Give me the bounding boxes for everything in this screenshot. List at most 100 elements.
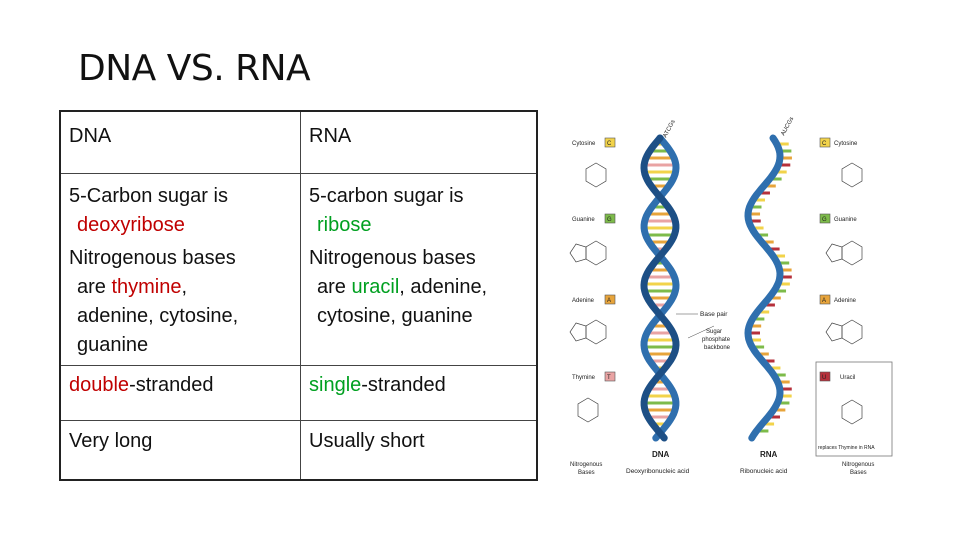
base-pair-label: Base pair xyxy=(700,311,728,318)
cell-rna-bases: Nitrogenous bases are uracil, adenine, c… xyxy=(300,240,538,366)
adenine-swatch-right xyxy=(819,294,831,305)
header-rna: RNA xyxy=(300,110,538,174)
cell-rna-length: Usually short xyxy=(300,420,538,481)
replaces-thymine-note: replaces Thymine in RNA xyxy=(818,445,875,451)
backbone-label-2: phosphate xyxy=(702,337,731,343)
right-base-letter-3: U xyxy=(822,375,826,381)
left-base-name-3: Thymine xyxy=(572,375,596,381)
dna-bases-are: are xyxy=(77,276,112,298)
cytosine-swatch-left xyxy=(604,137,616,148)
left-base-letter-0: C xyxy=(607,141,612,147)
right-base-name-0: Cytosine xyxy=(834,141,858,147)
bottom-left-label-2: Bases xyxy=(578,470,595,476)
left-molecule-structures xyxy=(569,162,607,423)
left-base-column: Cytosine C Guanine G Adenine A Thymine T xyxy=(572,137,616,382)
right-base-letter-1: G xyxy=(822,217,827,223)
cell-rna-strand: single-stranded xyxy=(300,365,538,421)
table-header-row: DNA RNA xyxy=(59,110,538,174)
rna-sugar-line1: 5-carbon sugar is xyxy=(309,185,464,207)
rna-strand-rest: -stranded xyxy=(361,374,446,396)
cytosine-structure-left xyxy=(585,162,607,188)
dna-sugar-name: deoxyribose xyxy=(77,214,185,236)
table-row-length: Very long Usually short xyxy=(59,420,538,481)
left-base-letter-1: G xyxy=(607,217,612,223)
dna-rna-figure: Cytosine C Guanine G Adenine A Thymine T… xyxy=(569,116,893,476)
rna-full-name: Ribonucleic acid xyxy=(740,468,788,475)
backbone-label-3: backbone xyxy=(704,345,731,351)
bottom-right-label-1: Nitrogenous xyxy=(842,462,874,468)
cell-dna-bases: Nitrogenous bases are thymine, adenine, … xyxy=(59,240,301,366)
bottom-right-label-2: Bases xyxy=(850,470,867,476)
cell-dna-length: Very long xyxy=(59,420,301,481)
guanine-ring-right xyxy=(825,243,843,263)
comparison-table: DNA RNA 5-Carbon sugar is deoxyribose 5-… xyxy=(59,110,538,481)
dna-strand-1 xyxy=(640,134,680,442)
right-base-letter-0: C xyxy=(822,141,827,147)
adenine-structure-left xyxy=(585,319,607,345)
cell-dna-sugar: 5-Carbon sugar is deoxyribose xyxy=(59,173,301,240)
backbone-label-1: Sugar xyxy=(706,329,722,335)
atcg-label: ATCGs xyxy=(662,119,676,139)
rna-uracil: uracil xyxy=(351,276,400,298)
dna-bases-line4: guanine xyxy=(77,334,149,356)
dna-strand-colored: double xyxy=(69,374,130,396)
thymine-structure-left xyxy=(577,397,599,423)
adenine-swatch-left xyxy=(604,294,616,305)
slide-title: DNA VS. RNA xyxy=(78,48,311,89)
rna-bases-line3: cytosine, guanine xyxy=(317,305,473,327)
right-base-name-1: Guanine xyxy=(834,217,857,223)
rna-label: RNA xyxy=(760,450,778,459)
cell-dna-strand: double-stranded xyxy=(59,365,301,421)
aucg-label: AUCGs xyxy=(780,116,795,137)
right-base-column: C Cytosine G Guanine A Adenine U Uracil … xyxy=(815,137,893,457)
table-row-strand: double-stranded single-stranded xyxy=(59,365,538,421)
dna-bases-line1: Nitrogenous bases xyxy=(69,247,236,269)
adenine-ring-left xyxy=(569,322,587,342)
table-row-sugar: 5-Carbon sugar is deoxyribose 5-carbon s… xyxy=(59,173,538,240)
dna-full-name: Deoxyribonucleic acid xyxy=(626,468,690,475)
dna-bases-line2: are thymine, xyxy=(69,273,187,302)
dna-bases-comma: , xyxy=(181,276,188,298)
thymine-swatch-left xyxy=(604,371,616,382)
uracil-swatch xyxy=(819,371,831,382)
cytosine-structure-right xyxy=(841,162,863,188)
header-dna: DNA xyxy=(59,110,301,174)
cytosine-swatch-right xyxy=(819,137,831,148)
dna-label: DNA xyxy=(652,450,670,459)
cell-rna-sugar: 5-carbon sugar is ribose xyxy=(300,173,538,240)
adenine-structure-right xyxy=(841,319,863,345)
left-base-letter-2: A xyxy=(607,298,611,304)
dna-double-helix xyxy=(640,134,680,442)
table-row-bases: Nitrogenous bases are thymine, adenine, … xyxy=(59,240,538,366)
left-base-name-2: Adenine xyxy=(572,298,595,304)
left-base-name-1: Guanine xyxy=(572,217,595,223)
uracil-structure xyxy=(841,399,863,425)
backbone-pointer xyxy=(687,325,715,339)
right-base-letter-2: A xyxy=(822,298,826,304)
dna-thymine: thymine xyxy=(111,276,182,298)
guanine-swatch-left xyxy=(604,213,616,224)
dna-bases-line3: adenine, cytosine, xyxy=(77,305,239,327)
left-base-letter-3: T xyxy=(607,375,611,381)
guanine-structure-right xyxy=(841,240,863,266)
bottom-left-label-1: Nitrogenous xyxy=(570,462,602,468)
rna-backbone xyxy=(744,134,784,442)
rna-sugar-name: ribose xyxy=(317,214,372,236)
rna-bases-line1: Nitrogenous bases xyxy=(309,247,476,269)
right-molecule-structures xyxy=(825,162,863,425)
guanine-ring-left xyxy=(569,243,587,263)
right-base-name-3: Uracil xyxy=(840,375,855,381)
guanine-structure-left xyxy=(585,240,607,266)
rna-bases-are: are xyxy=(317,276,352,298)
rna-bases-line2: are uracil, adenine, xyxy=(309,273,487,302)
rna-bases-rest: , adenine, xyxy=(399,276,488,298)
adenine-ring-right xyxy=(825,322,843,342)
guanine-swatch-right xyxy=(819,213,831,224)
dna-sugar-line1: 5-Carbon sugar is xyxy=(69,185,228,207)
rna-strand-colored: single xyxy=(309,374,362,396)
rna-single-strand xyxy=(744,134,792,442)
dna-strand-2 xyxy=(640,134,680,442)
left-base-name-0: Cytosine xyxy=(572,141,596,147)
dna-strand-rest: -stranded xyxy=(129,374,214,396)
right-base-name-2: Adenine xyxy=(834,298,857,304)
